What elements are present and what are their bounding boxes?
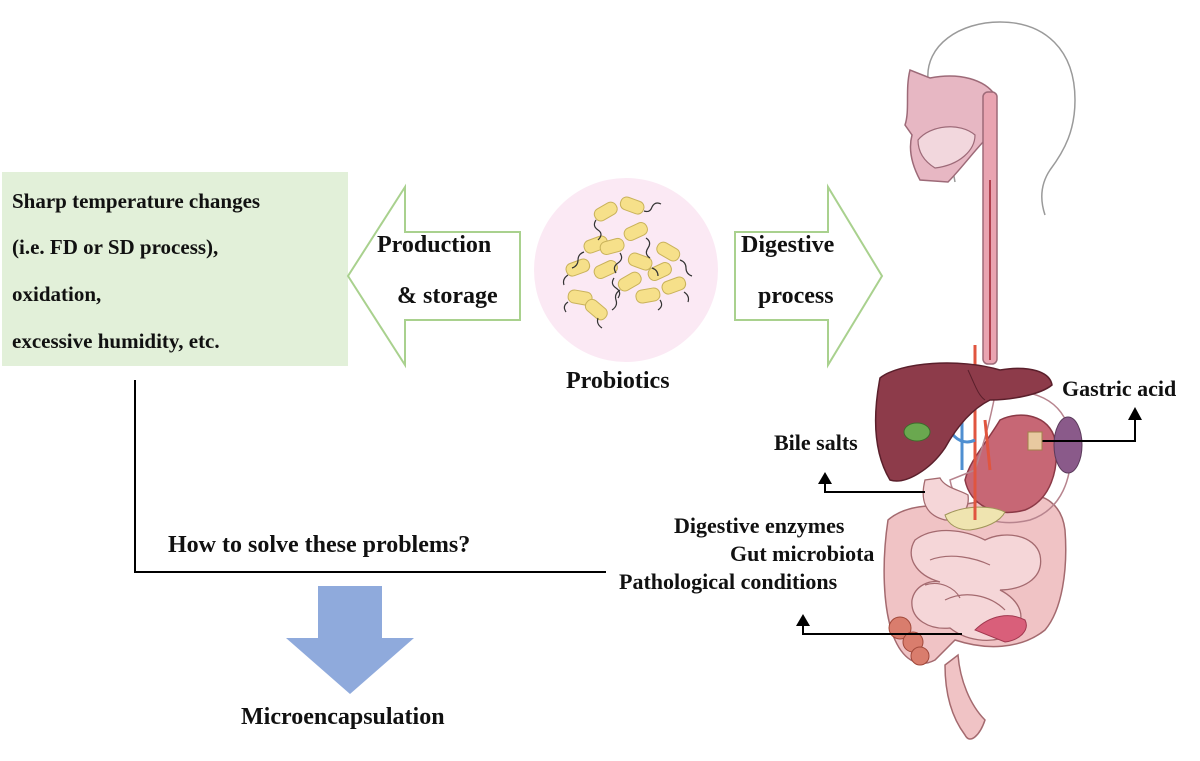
- solution-arrow: [286, 586, 414, 694]
- gastric-acid-label: Gastric acid: [1062, 376, 1177, 401]
- bile-salts-arrow: [824, 482, 925, 493]
- bile-salts-arrowhead: [818, 472, 832, 484]
- production-label: Production: [377, 232, 492, 258]
- probiotics-circle: [534, 178, 718, 362]
- digestive-process-arrow: [734, 183, 884, 369]
- probiotic-flagella: [562, 202, 693, 329]
- gut-microbiota-label: Gut microbiota: [730, 541, 875, 566]
- probiotics-label: Probiotics: [566, 368, 670, 394]
- spleen: [1053, 416, 1083, 474]
- pathological-arrowhead: [796, 614, 810, 626]
- problem-connector-line: [134, 380, 606, 573]
- liver: [874, 362, 1053, 482]
- digestive-label: Digestive: [741, 232, 835, 258]
- microencapsulation-label: Microencapsulation: [241, 704, 445, 730]
- production-storage-arrow: [346, 183, 521, 369]
- stress-line-3: oxidation,: [12, 282, 102, 306]
- tongue: [917, 126, 976, 169]
- gallbladder: [903, 422, 931, 442]
- stomach-outer: [949, 391, 1072, 524]
- process-label: process: [758, 283, 834, 309]
- rectum: [944, 653, 986, 740]
- pathological-arrow: [802, 624, 962, 635]
- ileum-segment: [974, 615, 1027, 643]
- stress-line-1: Sharp temperature changes: [12, 189, 261, 213]
- bile-salts-label: Bile salts: [774, 430, 858, 455]
- stress-line-4: excessive humidity, etc.: [12, 329, 220, 353]
- gastric-acid-arrow: [1035, 418, 1136, 442]
- small-intestine-folds: [924, 555, 1006, 611]
- stomach: [964, 414, 1057, 514]
- gastric-acid-marker: [1027, 431, 1043, 451]
- oral-cavity: [904, 68, 996, 183]
- stress-factors-box: Sharp temperature changes (i.e. FD or SD…: [2, 172, 348, 366]
- gastric-acid-arrowhead: [1128, 407, 1142, 420]
- stress-line-2: (i.e. FD or SD process),: [12, 235, 219, 259]
- storage-label: & storage: [397, 283, 498, 309]
- question-label: How to solve these problems?: [168, 532, 471, 558]
- digestive-enzymes-label: Digestive enzymes: [674, 513, 845, 538]
- pathological-conditions-label: Pathological conditions: [619, 569, 838, 594]
- liver-lobe-line: [967, 369, 986, 401]
- probiotic-cells: [565, 196, 687, 321]
